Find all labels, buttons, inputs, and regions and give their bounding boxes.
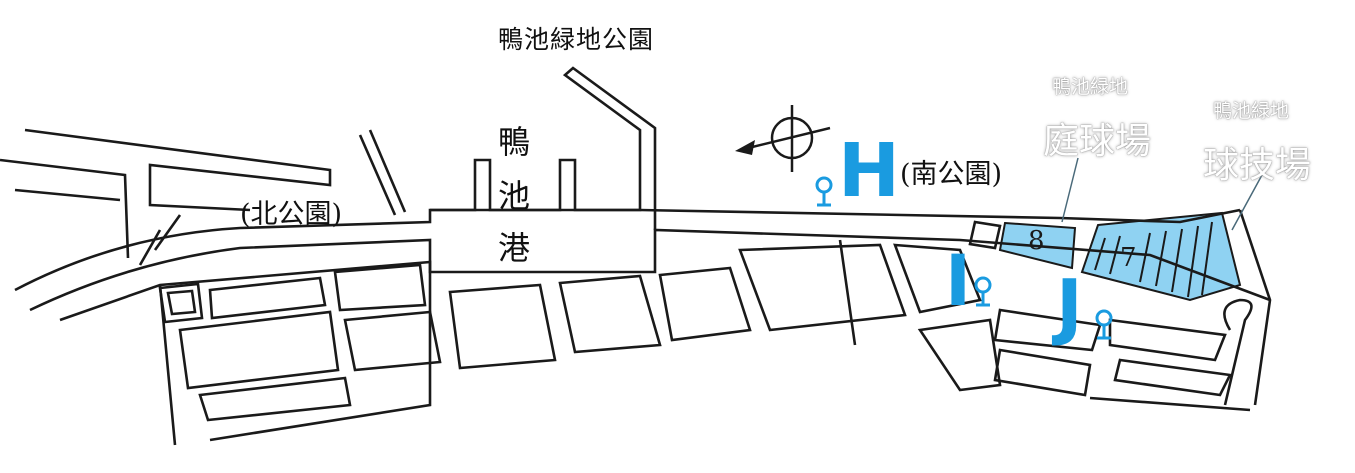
tennis-name: 庭球場: [1043, 121, 1152, 162]
toilet-pin-icon[interactable]: [815, 176, 833, 207]
toilet-pin-icon[interactable]: [1095, 309, 1113, 340]
tennis-callout-line: [1061, 157, 1079, 223]
port-outline: [430, 66, 657, 230]
port-char-3: 港: [498, 229, 531, 267]
port-char-2: 池: [498, 177, 531, 215]
main-avenue-south-edge: [29, 228, 1271, 312]
stadium-name: 球技場: [1203, 145, 1312, 186]
court-number-7: 7: [1120, 243, 1137, 273]
stadium-callout-line: [1231, 174, 1263, 231]
tennis-header: 鴨池緑地: [1052, 76, 1129, 98]
marker-h[interactable]: H: [838, 128, 900, 214]
north-arrow-icon: [735, 105, 831, 172]
port-char-1: 鴨: [498, 123, 531, 161]
marker-i[interactable]: I: [945, 240, 972, 322]
park-title: 鴨池緑地公園: [498, 25, 655, 54]
marker-j[interactable]: J: [1056, 264, 1083, 348]
city-blocks: [59, 209, 1272, 446]
toilet-pin-icon[interactable]: [974, 276, 992, 307]
court-number-8: 8: [1028, 226, 1045, 256]
south-park-label: (南公園): [900, 159, 1003, 190]
north-park-label: (北公園): [240, 199, 343, 230]
stadium-header: 鴨池緑地: [1213, 100, 1290, 122]
north-park-roads: [0, 128, 407, 266]
